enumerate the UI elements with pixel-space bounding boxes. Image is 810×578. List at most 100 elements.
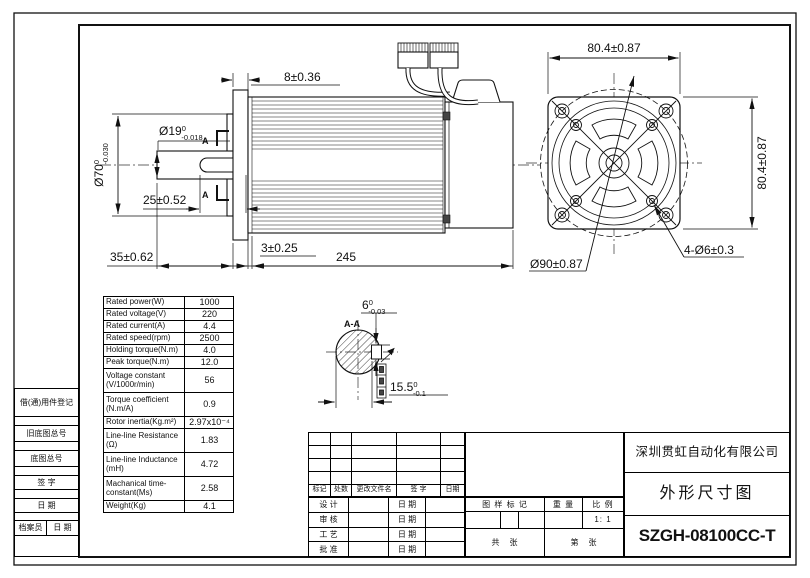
blank-cell	[15, 467, 78, 475]
dim-35: 35±0.62	[110, 250, 154, 264]
blank-cell	[15, 490, 78, 498]
date-label: 日 期	[389, 512, 425, 527]
scale-label: 比 例	[583, 498, 623, 511]
sheet-frame	[13, 12, 797, 566]
blank-cell	[349, 512, 388, 527]
date-label: 日 期	[389, 527, 425, 542]
blank-cell	[397, 472, 440, 484]
dimension-texts: 8±0.36 Ø190-0.018 Ø700-0.030 25±0.52 35±…	[92, 41, 769, 398]
rev-mark-header: 标记	[309, 485, 330, 496]
motor-side-view	[100, 42, 540, 241]
signature-label: 签 字	[15, 476, 78, 489]
old-master-number-label: 旧底图总号	[15, 426, 78, 441]
table-row: Line-line Resistance (Ω)1.83	[103, 428, 234, 453]
date-label: 日 期	[389, 542, 425, 556]
blank-cell	[15, 417, 78, 425]
spec-label: Rated speed(rpm)	[103, 332, 185, 345]
company-name: 深圳贯虹自动化有限公司	[625, 433, 789, 472]
blank-cell	[397, 446, 440, 458]
left-margin-block: 借(通)用件登记 旧底图总号 底图总号 签 字 日 期 档案员 日 期	[14, 388, 79, 557]
spec-label: Weight(Kg)	[103, 500, 185, 513]
company-block: 深圳贯虹自动化有限公司 外形尺寸图 SZGH-08100CC-T	[624, 432, 790, 557]
date-label: 日 期	[15, 499, 78, 512]
dim-6: 60-0.03	[362, 298, 385, 316]
blank-cell	[441, 433, 464, 445]
process-label: 工 艺	[309, 527, 348, 542]
table-row: Line-line Inductance (mH)4.72	[103, 452, 234, 477]
rev-sign-header: 签 字	[397, 485, 440, 496]
table-row: Voltage constant (V/1000r/min)56	[103, 368, 234, 393]
table-row: Weight(Kg)4.1	[103, 500, 234, 513]
blank-cell	[15, 442, 78, 450]
weight-label: 重 量	[545, 498, 582, 511]
spec-value: 2.97x10⁻⁴	[184, 416, 234, 429]
blank-cell	[352, 446, 396, 458]
signature-table: 设 计日 期 审 核日 期 工 艺日 期 批 准日 期	[308, 497, 465, 557]
blank-cell	[441, 446, 464, 458]
blank-cell	[309, 472, 330, 484]
dim-80-right: 80.4±0.87	[755, 136, 769, 190]
blank-cell	[352, 433, 396, 445]
spec-value: 0.9	[184, 392, 234, 417]
blank-cell	[397, 459, 440, 471]
spec-label: Rated power(W)	[103, 296, 185, 309]
dimension-lines	[107, 52, 758, 408]
table-row: Rated speed(rpm)2500	[103, 332, 234, 345]
spec-value: 2500	[184, 332, 234, 345]
spec-label: Torque coefficient (N.m/A)	[103, 392, 185, 417]
dim-90: Ø90±0.87	[530, 257, 583, 271]
blank-cell	[426, 498, 464, 512]
spec-value: 4.72	[184, 452, 234, 477]
archivist-row: 档案员 日 期	[15, 521, 78, 535]
rev-docno-header: 更改文件名	[352, 485, 396, 496]
cable-connectors	[397, 42, 479, 106]
dim-80-top: 80.4±0.87	[587, 41, 641, 55]
cut-mark-bottom-label: A	[202, 190, 209, 200]
spec-value: 1.83	[184, 428, 234, 453]
spec-label: Rated voltage(V)	[103, 308, 185, 321]
spec-value: 220	[184, 308, 234, 321]
blank-cell	[441, 472, 464, 484]
spec-label: Holding torque(N.m)	[103, 344, 185, 357]
master-number-label: 底图总号	[15, 451, 78, 466]
blank-cell	[426, 542, 464, 556]
dim-19: Ø190-0.018	[159, 124, 203, 142]
blank-cell	[349, 527, 388, 542]
check-label: 审 核	[309, 512, 348, 527]
table-row: Rotor inertia(Kg.m²)2.97x10⁻⁴	[103, 416, 234, 429]
table-row: Rated current(A)4.4	[103, 320, 234, 333]
table-row: Torque coefficient (N.m/A)0.9	[103, 392, 234, 417]
spec-value: 1000	[184, 296, 234, 309]
blank-cell	[349, 542, 388, 556]
spec-label: Voltage constant (V/1000r/min)	[103, 368, 185, 393]
blank-cell	[15, 536, 78, 556]
blank-cell	[441, 459, 464, 471]
blank-cell	[426, 527, 464, 542]
cut-mark-top-label: A	[202, 136, 209, 146]
drawing-stamp-label: 图 样 标 记	[466, 498, 544, 511]
blank-cell	[331, 433, 351, 445]
spec-table: Rated power(W)1000 Rated voltage(V)220 R…	[103, 296, 234, 513]
drawing-title: 外形尺寸图	[625, 473, 789, 515]
blank-cell	[501, 512, 518, 528]
blank-cell	[331, 446, 351, 458]
spec-label: Rotor inertia(Kg.m²)	[103, 416, 185, 429]
motor-front-view	[526, 73, 702, 254]
section-label: A-A	[344, 319, 360, 329]
spec-label: Line-line Inductance (mH)	[103, 452, 185, 477]
blank-cell	[426, 512, 464, 527]
design-label: 设 计	[309, 498, 348, 512]
section-a-a-view	[326, 320, 398, 400]
table-row: Rated voltage(V)220	[103, 308, 234, 321]
stamp-value-row: 1: 1	[465, 511, 624, 529]
blank-cell	[309, 459, 330, 471]
scale-value: 1: 1	[583, 512, 623, 528]
blank-cell	[309, 433, 330, 445]
spec-label: Rated current(A)	[103, 320, 185, 333]
blank-cell	[349, 498, 388, 512]
blank-cell	[15, 513, 78, 520]
date-label: 日 期	[389, 498, 425, 512]
spec-value: 4.1	[184, 500, 234, 513]
